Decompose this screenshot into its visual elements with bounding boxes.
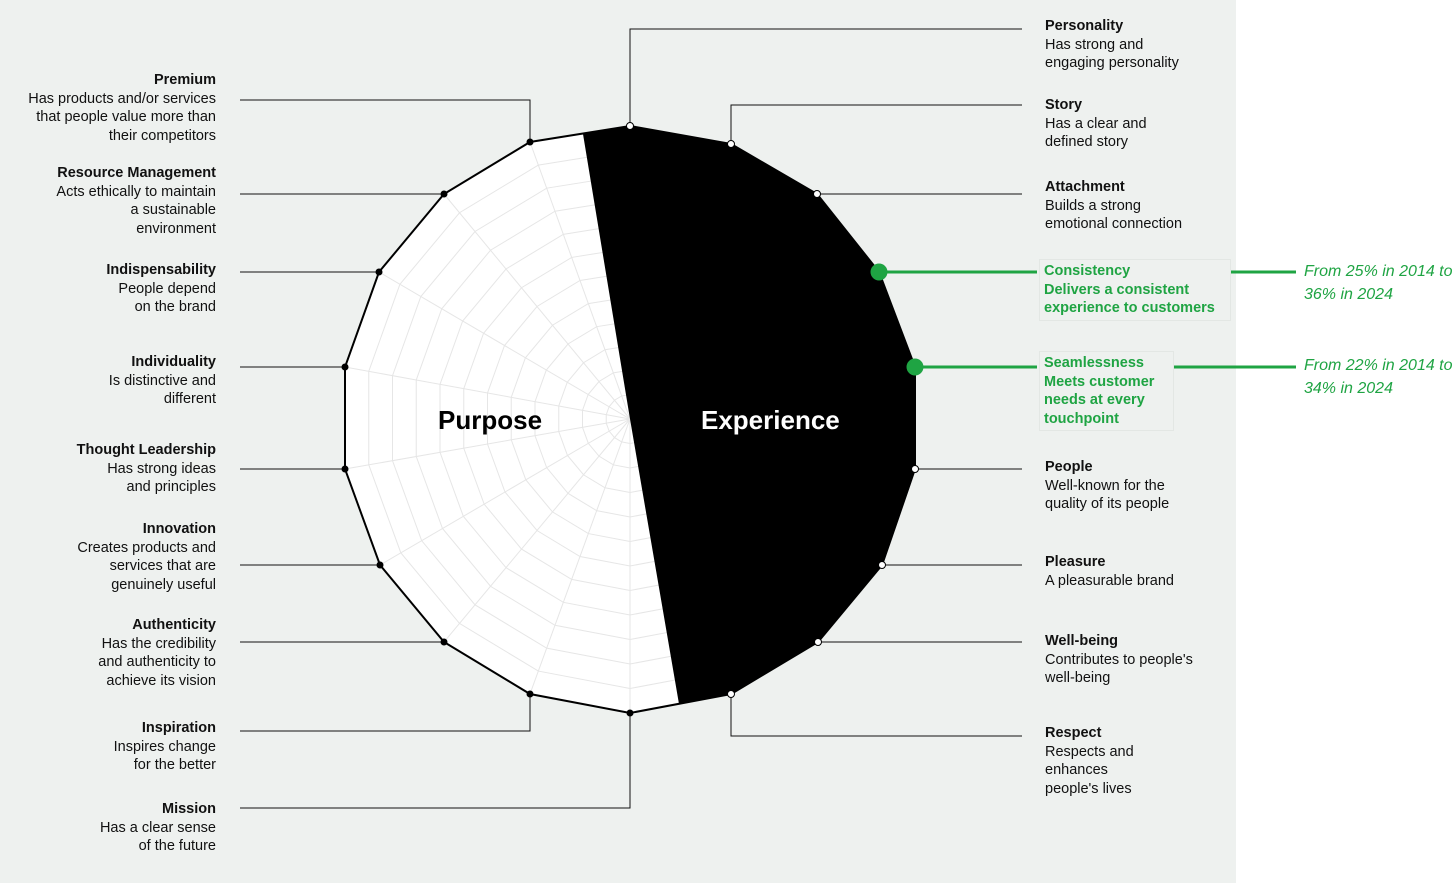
label-respect: Respect Respects and enhances people's l…	[1045, 724, 1255, 798]
grid-spoke	[379, 418, 631, 566]
label-seamlessness: Seamlessness Meets customer needs at eve…	[1040, 352, 1173, 430]
consistency-annotation: From 25% in 2014 to 36% in 2024	[1304, 263, 1453, 303]
leader-line	[629, 28, 1022, 126]
label-title: Story	[1045, 97, 1083, 113]
vertex-dot	[526, 690, 534, 698]
vertex-dot	[911, 465, 919, 473]
label-authenticity: Authenticity Has the credibility and aut…	[6, 616, 216, 690]
label-attachment: Attachment Builds a strong emotional con…	[1045, 178, 1255, 234]
label-premium: Premium Has products and/or services tha…	[6, 71, 216, 145]
grid-spoke	[529, 418, 631, 695]
seamlessness-dot	[906, 358, 924, 376]
label-desc: Has strong ideas and principles	[107, 460, 216, 496]
label-desc: A pleasurable brand	[1045, 572, 1174, 589]
label-title: Attachment	[1045, 179, 1125, 195]
vertex-dot	[814, 638, 822, 646]
label-desc: Delivers a consistent experience to cust…	[1044, 281, 1215, 317]
label-title: Personality	[1045, 18, 1124, 34]
leader-line	[240, 713, 631, 809]
label-mission: Mission Has a clear sense of the future	[6, 800, 216, 856]
label-consistency: Consistency Delivers a consistent experi…	[1040, 260, 1230, 320]
label-desc: Meets customer needs at every touchpoint	[1044, 373, 1155, 427]
label-inspiration: Inspiration Inspires change for the bett…	[6, 719, 216, 775]
label-title: Consistency	[1044, 263, 1131, 279]
label-desc: Inspires change for the better	[113, 738, 216, 774]
label-desc: Respects and enhances people's lives	[1045, 743, 1134, 797]
label-innovation: Innovation Creates products and services…	[6, 520, 216, 594]
label-people: People Well-known for the quality of its…	[1045, 458, 1255, 514]
vertex-dot	[341, 363, 349, 371]
vertex-dot	[375, 268, 383, 276]
vertex-dot	[440, 190, 448, 198]
label-indispensability: Indispensability People depend on the br…	[6, 261, 216, 317]
grid-spoke	[344, 418, 631, 470]
grid-spoke	[344, 366, 631, 420]
label-desc: Has a clear and defined story	[1045, 115, 1147, 151]
label-title: Inspiration	[141, 720, 216, 736]
label-desc: People depend on the brand	[118, 280, 216, 316]
label-title: Pleasure	[1045, 554, 1106, 570]
label-title: Indispensability	[106, 262, 216, 278]
seamlessness-annotation: From 22% in 2014 to 34% in 2024	[1304, 357, 1453, 397]
label-story: Story Has a clear and defined story	[1045, 96, 1255, 152]
label-desc: Acts ethically to maintain a sustainable…	[56, 183, 216, 237]
experience-section-label: Experience	[701, 405, 840, 435]
label-desc: Has strong and engaging personality	[1045, 36, 1179, 72]
label-desc: Well-known for the quality of its people	[1045, 477, 1170, 513]
vertex-dot	[727, 140, 735, 148]
grid-spoke	[529, 141, 631, 420]
leader-line	[240, 99, 531, 142]
vertex-dot	[878, 561, 886, 569]
label-desc: Builds a strong emotional connection	[1045, 197, 1183, 233]
grid-spoke	[443, 418, 631, 643]
vertex-dot	[727, 690, 735, 698]
grid-spoke	[378, 271, 631, 420]
vertex-dot	[341, 465, 349, 473]
leader-line	[730, 694, 1022, 737]
vertex-dot	[376, 561, 384, 569]
label-title: Authenticity	[132, 617, 216, 633]
label-title: Well-being	[1045, 633, 1119, 649]
label-title: Seamlessness	[1044, 355, 1144, 371]
grid-spoke	[443, 193, 631, 420]
label-thought-leadership: Thought Leadership Has strong ideas and …	[6, 441, 216, 497]
label-desc: Has products and/or services that people…	[28, 90, 216, 144]
vertex-dot	[813, 190, 821, 198]
leader-line	[240, 694, 531, 732]
label-title: Respect	[1045, 725, 1102, 741]
purpose-section-label: Purpose	[438, 405, 543, 435]
label-personality: Personality Has strong and engaging pers…	[1045, 17, 1255, 73]
label-well-being: Well-being Contributes to people's well-…	[1045, 632, 1255, 688]
consistency-dot	[870, 263, 888, 281]
label-title: People	[1045, 459, 1093, 475]
label-title: Premium	[153, 72, 216, 88]
vertex-dot	[440, 638, 448, 646]
vertex-dot	[626, 709, 634, 717]
label-title: Individuality	[131, 354, 216, 370]
label-desc: Contributes to people's well-being	[1045, 651, 1193, 687]
label-desc: Has a clear sense of the future	[99, 819, 216, 855]
vertex-dot	[626, 122, 634, 130]
label-title: Resource Management	[57, 165, 216, 181]
label-pleasure: Pleasure A pleasurable brand	[1045, 553, 1255, 590]
label-title: Innovation	[142, 521, 216, 537]
label-desc: Creates products and services that are g…	[77, 539, 216, 593]
label-desc: Is distinctive and different	[108, 372, 216, 408]
label-resource-management: Resource Management Acts ethically to ma…	[6, 164, 216, 238]
leader-line	[730, 104, 1022, 144]
label-title: Mission	[162, 801, 216, 817]
experience-area	[583, 126, 915, 704]
label-title: Thought Leadership	[76, 442, 216, 458]
vertex-dot	[526, 138, 534, 146]
label-individuality: Individuality Is distinctive and differe…	[6, 353, 216, 409]
label-desc: Has the credibility and authenticity to …	[98, 635, 216, 689]
